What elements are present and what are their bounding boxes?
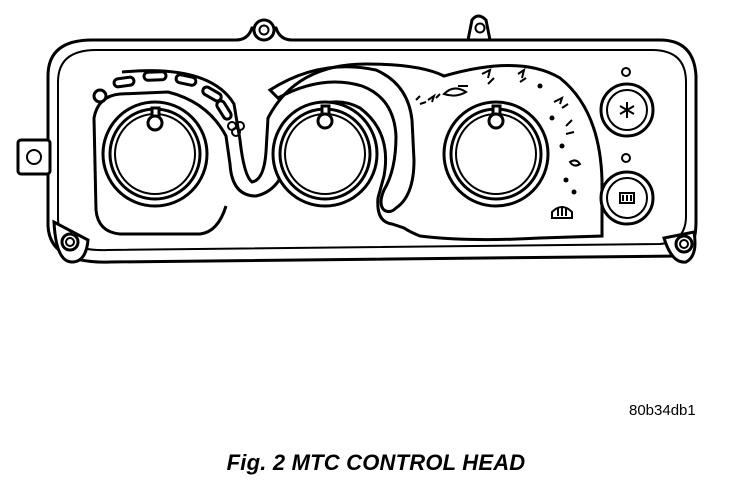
mode-position-icons xyxy=(415,67,582,195)
mounting-tab-bottom-left xyxy=(52,219,90,264)
rear-defrost-button[interactable] xyxy=(599,170,655,226)
mounting-tab-bottom-right xyxy=(662,230,697,264)
ac-button[interactable] xyxy=(599,82,655,138)
snowflake-icon xyxy=(619,102,635,118)
rear-defrost-icon xyxy=(619,192,635,204)
mounting-tab-top xyxy=(252,18,276,42)
defrost-icon xyxy=(551,206,573,219)
ac-indicator-led xyxy=(621,67,631,77)
mode-selector-knob[interactable] xyxy=(442,100,550,208)
mounting-tab-left xyxy=(16,138,52,176)
rear-defrost-indicator-led xyxy=(621,153,631,163)
light-sensor-dot xyxy=(92,88,108,104)
figure-code: 80b34db1 xyxy=(629,402,696,419)
housing-inner-rim xyxy=(57,49,687,252)
temperature-knob[interactable] xyxy=(101,100,209,208)
temperature-scale-marks xyxy=(112,70,233,121)
mounting-tab-top-right xyxy=(466,14,492,42)
blower-speed-knob[interactable] xyxy=(271,100,379,208)
figure-caption: Fig. 2 MTC CONTROL HEAD xyxy=(226,450,526,475)
fan-icon xyxy=(227,121,245,137)
mode-slider-channel xyxy=(267,65,416,214)
faceplate-bezel xyxy=(92,62,604,242)
